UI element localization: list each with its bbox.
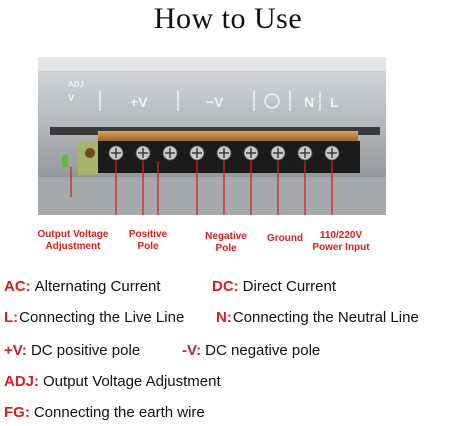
legend-positive-v: +V:DC positive pole — [4, 342, 140, 359]
power-supply-photo: ADJ V +V −V N L — [38, 57, 386, 215]
adjustment-potentiometer — [85, 148, 95, 158]
page-title: How to Use — [153, 2, 303, 35]
led-indicator — [62, 155, 68, 167]
callout-power-input: 110/220V Power Input — [312, 230, 370, 253]
legend-l: L:Connecting the Live Line — [4, 309, 184, 326]
legend-text: Output Voltage Adjustment — [43, 373, 221, 390]
legend-key: +V: — [4, 342, 27, 359]
callout-lines — [70, 161, 333, 215]
circuit-board — [78, 141, 98, 175]
legend-ac: AC:Alternating Current — [4, 278, 161, 295]
legend-key: AC: — [4, 278, 31, 295]
legend-text: DC positive pole — [30, 342, 141, 359]
legend-text: Connecting the earth wire — [33, 404, 205, 421]
power-supply-illustration: ADJ V +V −V N L — [38, 57, 386, 215]
legend-negative-v: -V:DC negative pole — [182, 342, 320, 359]
legend-text: Connecting the Live Line — [19, 309, 185, 326]
panel-label-v: V — [68, 93, 74, 103]
ground-symbol-icon — [264, 93, 280, 109]
legend-key: FG: — [4, 404, 30, 421]
panel-label-neg: −V — [206, 94, 224, 110]
panel-label-pos: +V — [130, 94, 148, 110]
legend-key: L: — [4, 309, 19, 326]
terminal-screws — [108, 145, 340, 161]
panel-label-adj: ADJ — [68, 80, 84, 89]
legend-text: Alternating Current — [34, 278, 161, 295]
housing-bottom — [38, 177, 386, 215]
callout-ground: Ground — [266, 233, 304, 244]
housing-top — [38, 57, 386, 71]
legend-adj: ADJ:Output Voltage Adjustment — [4, 373, 221, 390]
legend-key: ADJ: — [4, 373, 40, 390]
terminal-strip — [98, 131, 358, 143]
legend-n: N:Connecting the Neutral Line — [216, 309, 419, 326]
panel-label-l: L — [330, 94, 339, 110]
legend-text: Direct Current — [242, 278, 337, 295]
legend-key: -V: — [182, 342, 202, 359]
callout-positive-pole: Positive Pole — [128, 229, 168, 252]
legend-fg: FG:Connecting the earth wire — [4, 404, 205, 421]
legend-text: Connecting the Neutral Line — [232, 309, 419, 326]
panel-label-n: N — [304, 94, 314, 110]
legend-key: N: — [216, 309, 232, 326]
legend-key: DC: — [212, 278, 239, 295]
legend-text: DC negative pole — [205, 342, 321, 359]
callout-negative-pole: Negative Pole — [205, 231, 247, 254]
legend-dc: DC:Direct Current — [212, 278, 336, 295]
callout-output-adjustment: Output Voltage Adjustment — [37, 229, 109, 252]
